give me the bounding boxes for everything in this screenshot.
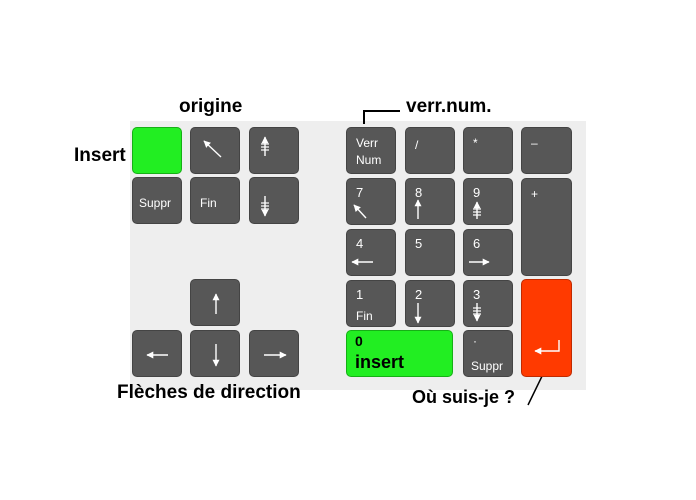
page-down-key[interactable] [249, 177, 299, 224]
numpad-1-label: 1 [356, 287, 364, 302]
arrow-right-icon [469, 258, 490, 266]
numpad-5-key[interactable]: 5 [405, 229, 455, 276]
page-up-icon [261, 136, 269, 156]
multiply-key-label: * [473, 136, 478, 150]
arrow-down-key[interactable] [190, 330, 240, 377]
label-ou-suis-je: Où suis-je ? [412, 387, 516, 407]
numpad-6-label: 6 [473, 236, 481, 251]
end-key-label: Fin [200, 196, 217, 210]
numpad-6-key[interactable]: 6 [463, 229, 513, 276]
delete-key[interactable]: Suppr [132, 177, 182, 224]
label-origine: origine [179, 96, 243, 117]
num-lock-label-bottom: Num [356, 153, 382, 167]
numpad-1-sub-label: Fin [356, 309, 373, 323]
multiply-key[interactable]: * [463, 127, 513, 174]
page-down-icon [261, 196, 269, 217]
page-down-icon [473, 303, 481, 322]
plus-key-label: + [531, 187, 539, 201]
minus-key[interactable]: – [521, 127, 572, 174]
divide-key[interactable]: / [405, 127, 455, 174]
numpad-4-label: 4 [356, 236, 364, 251]
arrow-right-icon [264, 351, 287, 359]
num-lock-label-top: Verr [356, 136, 379, 150]
home-key[interactable] [190, 127, 240, 174]
arrow-up-icon [414, 199, 422, 219]
arrow-right-key[interactable] [249, 330, 299, 377]
arrow-up-left-icon [353, 204, 367, 219]
enter-icon [534, 340, 560, 355]
decimal-key-label: · [473, 334, 477, 348]
numpad-8-label: 8 [415, 185, 423, 200]
numpad-7-key[interactable]: 7 [346, 178, 396, 225]
enter-key[interactable] [521, 279, 572, 377]
plus-key[interactable]: + [521, 178, 572, 276]
numpad-0-label: 0 [355, 333, 363, 349]
label-verr-num: verr.num. [406, 96, 492, 117]
numpad-9-key[interactable]: 9 [463, 178, 513, 225]
arrow-down-icon [212, 344, 220, 367]
numpad-0-sub-label: insert [355, 352, 405, 372]
num-lock-key[interactable]: Verr Num [346, 127, 396, 174]
numpad-2-key[interactable]: 2 [405, 280, 455, 327]
decimal-key[interactable]: · Suppr [463, 330, 513, 377]
insert-key[interactable] [132, 127, 182, 174]
arrow-left-key[interactable] [132, 330, 182, 377]
numpad-3-key[interactable]: 3 [463, 280, 513, 327]
minus-key-label: – [531, 136, 538, 150]
arrow-up-icon [212, 293, 220, 314]
arrow-left-icon [146, 351, 168, 359]
numpad-3-label: 3 [473, 287, 481, 302]
label-fleches-direction: Flèches de direction [117, 382, 301, 403]
numpad-8-key[interactable]: 8 [405, 178, 455, 225]
numpad-7-label: 7 [356, 185, 364, 200]
delete-key-label: Suppr [139, 196, 172, 210]
numpad-5-label: 5 [415, 236, 423, 251]
arrow-up-key[interactable] [190, 279, 240, 326]
page-up-icon [473, 201, 481, 219]
arrow-down-icon [414, 303, 422, 324]
divide-key-label: / [415, 138, 419, 152]
numpad-4-key[interactable]: 4 [346, 229, 396, 276]
numpad-1-key[interactable]: 1 Fin [346, 280, 396, 327]
page-up-key[interactable] [249, 127, 299, 174]
arrow-left-icon [351, 258, 373, 266]
numpad-0-insert-key[interactable]: 0 insert [346, 330, 453, 377]
end-key[interactable]: Fin [190, 177, 240, 224]
label-insert: Insert [74, 145, 126, 166]
decimal-key-sub-label: Suppr [471, 359, 504, 373]
numpad-2-label: 2 [415, 287, 423, 302]
arrow-up-left-icon [203, 140, 222, 158]
numpad-9-label: 9 [473, 185, 481, 200]
